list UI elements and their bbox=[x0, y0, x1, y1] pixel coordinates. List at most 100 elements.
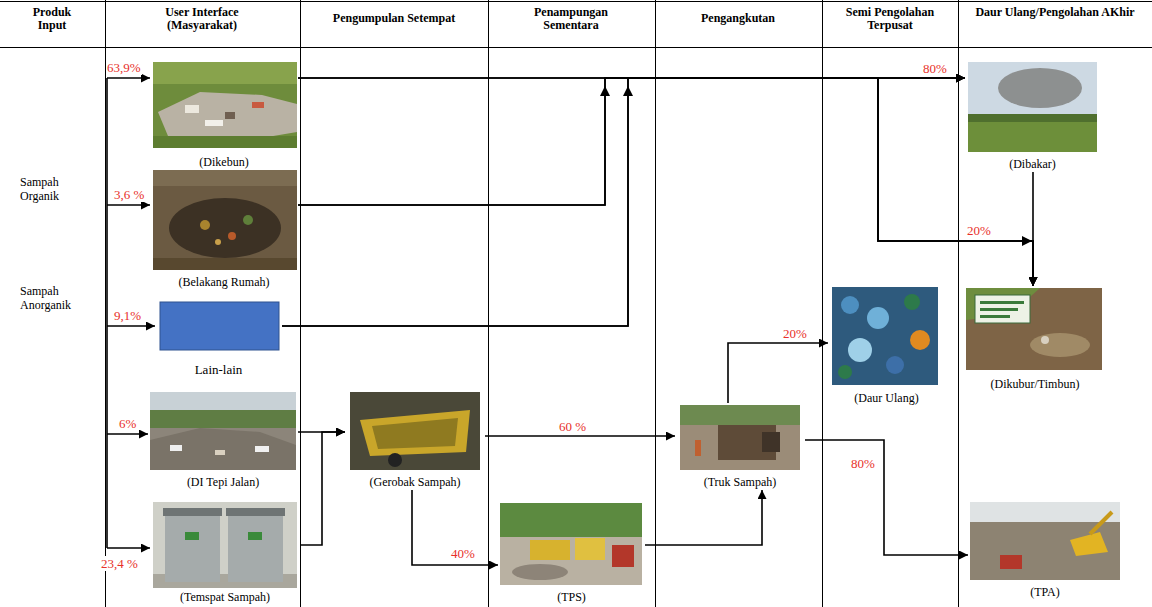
photo-daur-ulang-part bbox=[867, 307, 889, 329]
column-header: User Interface (Masyarakat) bbox=[147, 6, 257, 32]
photo-truk-part bbox=[680, 405, 800, 470]
blue-box bbox=[160, 302, 279, 350]
percent-label: 23,4 % bbox=[100, 556, 139, 571]
photo-tempat-sampah-part bbox=[228, 514, 283, 582]
photo-truk-part bbox=[695, 440, 701, 456]
input-trunk-part bbox=[107, 433, 148, 435]
category-label: Sampah Organik bbox=[20, 175, 76, 203]
flow-percent: 80% bbox=[922, 61, 948, 76]
photo-truk bbox=[680, 405, 800, 470]
photo-tpa-part bbox=[970, 502, 1120, 580]
table-grid-part bbox=[300, 0, 301, 607]
label-text: Produk Input bbox=[22, 6, 82, 32]
column-header: Produk Input bbox=[22, 6, 82, 32]
photo-belakang-rumah-part bbox=[215, 239, 221, 245]
photo-dibakar-part bbox=[968, 114, 1097, 122]
label-text: Pengangkutan bbox=[663, 12, 813, 25]
photo-belakang-rumah-part bbox=[153, 170, 297, 270]
photo-node: (Dikebun) bbox=[150, 60, 298, 170]
photo-daur-ulang-part bbox=[841, 296, 859, 314]
photo-tempat-sampah bbox=[153, 502, 297, 588]
column-header: Pengumpulan Setempat bbox=[304, 12, 484, 25]
edge-label: 20% bbox=[782, 326, 808, 341]
photo-tepi-jalan-part bbox=[215, 450, 225, 455]
photo-tps-part bbox=[500, 503, 642, 537]
table-grid-part bbox=[488, 0, 489, 607]
label-text: 63,9% bbox=[106, 60, 142, 75]
flow-arrow bbox=[728, 343, 828, 403]
photo-daur-ulang-part bbox=[886, 356, 904, 374]
photo-tempat-sampah-part bbox=[248, 532, 262, 540]
photo-daur-ulang bbox=[832, 287, 938, 385]
photo-dikebun-part bbox=[158, 92, 297, 140]
photo-tempat-sampah-part bbox=[163, 508, 222, 516]
label-text: Penampungan Sementara bbox=[516, 6, 626, 32]
percent-label: 9,1% bbox=[113, 308, 142, 323]
photo-caption: Lain-lain bbox=[193, 362, 245, 377]
photo-node: Lain-lain bbox=[155, 300, 282, 378]
edge-label: 60 % bbox=[558, 419, 587, 434]
input-trunk bbox=[107, 78, 155, 548]
photo-caption: (Truk Sampah) bbox=[702, 475, 779, 489]
photo-dikebun bbox=[153, 62, 297, 148]
edge-label: 40% bbox=[450, 546, 476, 561]
photo-node: (Dibakar) bbox=[965, 60, 1100, 172]
photo-caption: (Temspat Sampah) bbox=[178, 590, 272, 604]
flow-arrow bbox=[282, 78, 965, 326]
merge-arrowheads bbox=[600, 86, 1032, 246]
label-text: 3,6 % bbox=[113, 187, 145, 202]
photo-dikebun-part bbox=[185, 105, 199, 113]
label-text: Sampah Organik bbox=[20, 175, 76, 203]
photo-tempat-sampah-part bbox=[153, 502, 297, 588]
flow-percent: 40% bbox=[450, 546, 476, 561]
photo-dikubur-part bbox=[980, 308, 1018, 311]
edge-label: 20% bbox=[966, 223, 992, 238]
photo-node: (Belakang Rumah) bbox=[150, 168, 298, 290]
photo-caption: (Belakang Rumah) bbox=[177, 275, 272, 289]
column-header: Semi Pengolahan Terpusat bbox=[830, 6, 950, 32]
flow-arrow bbox=[1032, 172, 1034, 286]
photo-caption: (TPA) bbox=[1028, 585, 1062, 599]
photo-belakang-rumah-part bbox=[153, 258, 297, 270]
flow-arrow bbox=[298, 78, 1033, 286]
photo-tepi-jalan-part bbox=[150, 392, 296, 470]
flow-arrow bbox=[645, 490, 762, 545]
photo-tps-part bbox=[530, 540, 570, 560]
label-text: 9,1% bbox=[113, 308, 142, 323]
photo-daur-ulang-part bbox=[832, 287, 938, 385]
photo-dibakar-part bbox=[998, 68, 1082, 108]
table-grid-part bbox=[0, 47, 1152, 48]
label-text: Semi Pengolahan Terpusat bbox=[830, 6, 950, 32]
column-header: Pengangkutan bbox=[663, 12, 813, 25]
photo-tempat-sampah-part bbox=[185, 532, 199, 540]
photo-truk-part bbox=[680, 405, 800, 425]
photo-node: (Daur Ulang) bbox=[828, 285, 945, 406]
photo-caption: (DI Tepi Jalan) bbox=[185, 475, 261, 489]
photo-gerobak bbox=[350, 392, 480, 470]
column-header: Daur Ulang/Pengolahan AKhir bbox=[975, 6, 1135, 19]
photo-tpa-part bbox=[970, 502, 1120, 522]
flow-percent: 20% bbox=[966, 223, 992, 238]
input-trunk-part bbox=[107, 325, 155, 327]
flow-percent: 80% bbox=[850, 456, 876, 471]
photo-tepi-jalan-part bbox=[150, 428, 296, 470]
photo-dikubur-part bbox=[980, 301, 1024, 304]
photo-tps-part bbox=[500, 503, 642, 585]
flow-percent: 20% bbox=[782, 326, 808, 341]
photo-daur-ulang-part bbox=[838, 365, 852, 379]
table-grid-part bbox=[655, 0, 656, 607]
photo-node: (DI Tepi Jalan) bbox=[148, 390, 298, 490]
photo-tepi-jalan-part bbox=[255, 446, 269, 452]
photo-caption: (Dikubur/Timbun) bbox=[989, 377, 1082, 391]
photo-dikubur-part bbox=[966, 288, 1102, 370]
photo-belakang-rumah-part bbox=[243, 215, 253, 225]
photo-belakang-rumah bbox=[153, 170, 297, 270]
photo-node: (Truk Sampah) bbox=[675, 403, 805, 490]
input-trunk-part bbox=[107, 204, 150, 206]
edge-label: 80% bbox=[922, 61, 948, 76]
photo-dikebun-part bbox=[153, 62, 297, 148]
flow-percent: 60 % bbox=[558, 419, 587, 434]
photo-belakang-rumah-part bbox=[153, 170, 297, 186]
